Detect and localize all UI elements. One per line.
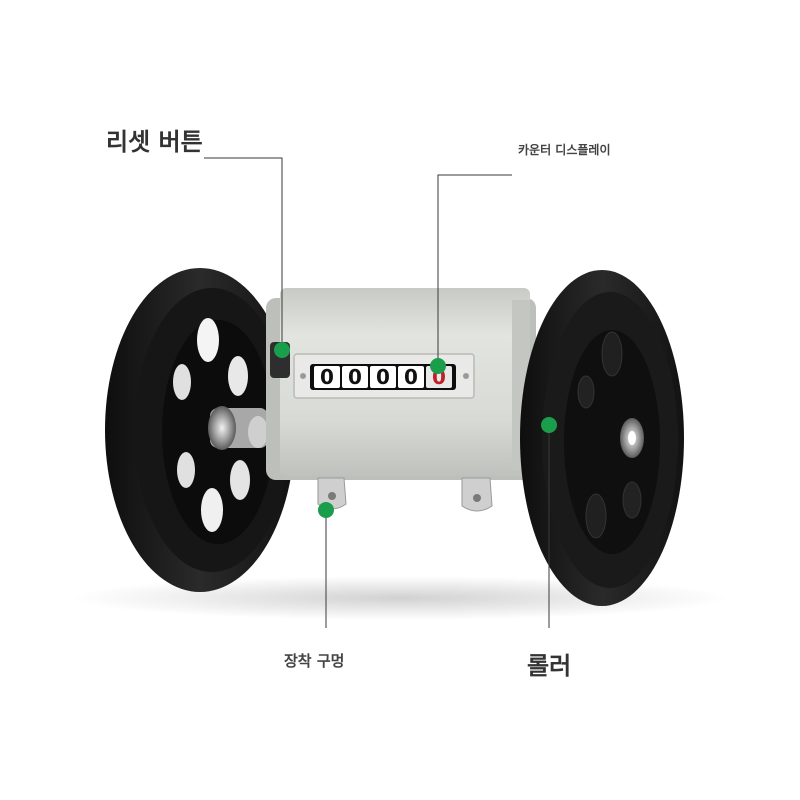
callout-roller: 롤러	[527, 652, 572, 680]
counter-digit-cell	[398, 366, 424, 388]
counter-digit-cell	[370, 366, 396, 388]
marker-reset-button	[274, 342, 290, 358]
markers	[274, 342, 557, 518]
callout-reset-button: 리셋 버튼	[106, 128, 203, 156]
callout-mounting-hole: 장착 구멍	[284, 652, 345, 670]
counter-digit-cell	[342, 366, 368, 388]
marker-roller	[541, 417, 557, 433]
counter-digit: 0	[404, 365, 418, 389]
counter-digit: 0	[348, 365, 362, 389]
right-roller-wheel	[520, 270, 684, 606]
mounting-tabs	[317, 477, 493, 512]
marker-counter-display	[430, 358, 446, 374]
marker-mounting-hole	[318, 502, 334, 518]
leader-counter-display	[437, 174, 512, 366]
counter-digit: 0	[376, 365, 390, 389]
leader-lines	[204, 157, 550, 628]
leader-reset-button	[204, 157, 283, 350]
counter-digit: 0	[320, 365, 334, 389]
left-roller-wheel	[105, 268, 295, 592]
callout-counter-display: 카운터 디스플레이	[518, 143, 611, 157]
counter-digit-cell	[314, 366, 340, 388]
